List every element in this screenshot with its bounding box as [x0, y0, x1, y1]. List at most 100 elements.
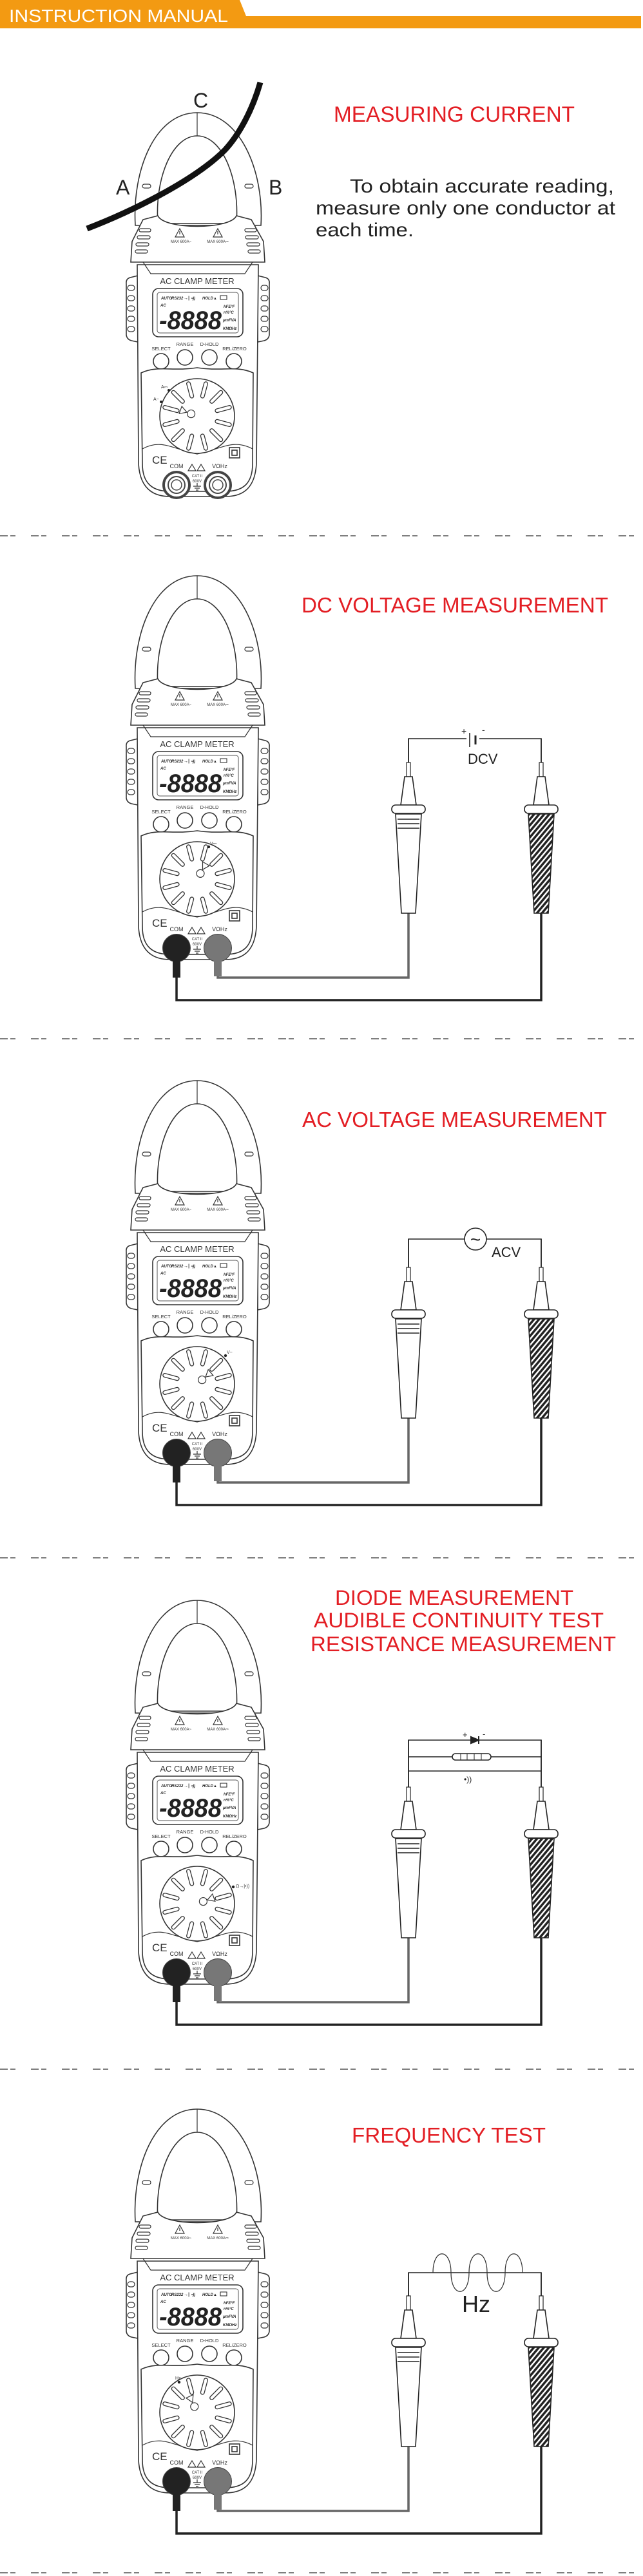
com-plug[interactable] — [163, 2468, 190, 2495]
rotary-dial[interactable] — [159, 1346, 235, 1422]
black-test-probe[interactable] — [391, 739, 426, 914]
jaw-opening — [157, 1623, 238, 1712]
range-button[interactable] — [177, 812, 193, 829]
rel-zero-button[interactable] — [226, 816, 242, 833]
battery-icon — [220, 758, 227, 763]
red-test-probe[interactable] — [524, 1740, 559, 1938]
note-line: To obtain accurate reading, — [350, 176, 614, 197]
com-plug[interactable] — [163, 1439, 190, 1466]
warning-icon — [212, 1195, 224, 1206]
select-button[interactable] — [153, 816, 169, 833]
voltage-plug[interactable] — [204, 934, 231, 961]
shoulder-vents — [135, 228, 261, 254]
dial-ridge — [187, 845, 193, 861]
svg-text:AUTO: AUTO — [160, 2293, 172, 2297]
rel-zero-button[interactable] — [226, 353, 242, 370]
dial-ridge — [187, 382, 193, 398]
svg-text:AC: AC — [160, 2300, 166, 2304]
select-button[interactable] — [153, 353, 169, 370]
svg-text:μmFVA: μmFVA — [222, 2315, 236, 2319]
section-frequency: MAX 600A~ MAX 600A⎓ AC CLAMP METER AUTO … — [126, 2108, 559, 2535]
vohz-label: VΩHz — [212, 1951, 227, 1957]
select-button[interactable] — [153, 1321, 169, 1338]
dial-ridge — [215, 2402, 231, 2409]
section-title: AC VOLTAGE MEASUREMENT — [302, 1108, 607, 1132]
red-test-probe[interactable] — [524, 2273, 559, 2447]
svg-text:HOLD: HOLD — [202, 2293, 214, 2297]
dial-ridge — [163, 406, 179, 412]
svg-text:HOLD: HOLD — [202, 1265, 214, 1269]
svg-text:hFE°F: hFE°F — [224, 305, 235, 309]
svg-text:REL/ZERO: REL/ZERO — [222, 2342, 247, 2348]
data-hold-button[interactable] — [201, 812, 218, 829]
black-test-probe[interactable] — [391, 1239, 426, 1419]
rotary-dial[interactable] — [159, 1866, 235, 1942]
svg-text:600V: 600V — [193, 1448, 202, 1452]
voltage-plug[interactable] — [204, 2468, 231, 2495]
range-button[interactable] — [177, 349, 193, 366]
diode-icon: →| — [184, 1264, 189, 1269]
dial-pointer-icon — [206, 1893, 216, 1902]
black-test-probe[interactable] — [391, 1740, 426, 1938]
svg-text:REL/ZERO: REL/ZERO — [222, 809, 247, 815]
data-hold-button[interactable] — [201, 1317, 218, 1334]
select-button[interactable] — [153, 1841, 169, 1857]
svg-text:CAT II: CAT II — [192, 2471, 203, 2475]
svg-text:SELECT: SELECT — [151, 1314, 171, 1320]
model-label: AC CLAMP METER — [160, 739, 234, 749]
model-label: AC CLAMP METER — [160, 1764, 234, 1774]
rel-zero-button[interactable] — [226, 1321, 242, 1338]
com-plug[interactable] — [163, 934, 190, 961]
range-button[interactable] — [177, 1317, 193, 1334]
ce-mark: CE — [152, 917, 168, 929]
source-label: Hz — [462, 2291, 490, 2317]
range-button[interactable] — [177, 1837, 193, 1853]
rotary-dial[interactable] — [159, 841, 235, 917]
section-dividers — [0, 535, 643, 2573]
voltage-jack[interactable] — [204, 471, 232, 499]
rel-zero-button[interactable] — [226, 2349, 242, 2366]
com-label: COM — [170, 1951, 184, 1957]
svg-text:CAT II: CAT II — [192, 938, 203, 942]
svg-text:RANGE: RANGE — [177, 804, 194, 810]
clamp-shoulder — [130, 1183, 265, 1231]
clamp-shoulder — [130, 2211, 265, 2259]
black-lead-wire — [175, 1935, 542, 2026]
range-button[interactable] — [177, 2345, 193, 2362]
com-plug[interactable] — [163, 1959, 190, 1986]
svg-text:SELECT: SELECT — [151, 2342, 171, 2348]
max-ac-rating: MAX 600A~ — [171, 1728, 192, 1732]
red-test-probe[interactable] — [524, 739, 559, 914]
black-test-probe[interactable] — [391, 2273, 426, 2447]
select-button[interactable] — [153, 2349, 169, 2366]
rel-zero-button[interactable] — [226, 1841, 242, 1857]
dial-ridge — [210, 854, 222, 866]
com-jack[interactable] — [162, 471, 191, 499]
dial-ridge — [201, 2378, 207, 2394]
dial-ridge — [172, 1879, 184, 1891]
svg-text:▲: ▲ — [213, 2293, 217, 2297]
dial-ridge — [210, 429, 222, 441]
dial-ridge — [215, 1388, 231, 1394]
dial-ridge — [163, 2416, 179, 2423]
svg-text:hFE°F: hFE°F — [224, 1793, 235, 1797]
data-hold-button[interactable] — [201, 2345, 218, 2362]
rotary-dial[interactable] — [159, 378, 235, 454]
data-hold-button[interactable] — [201, 1837, 218, 1853]
red-test-probe[interactable] — [524, 1239, 559, 1419]
ce-mark: CE — [152, 454, 168, 466]
svg-text:REL/ZERO: REL/ZERO — [222, 1314, 247, 1320]
max-dc-rating: MAX 600A⎓ — [207, 1728, 229, 1732]
warning-icon — [187, 463, 206, 471]
svg-text:hFE°F: hFE°F — [224, 768, 235, 772]
beep-icon: •)) — [191, 1785, 195, 1788]
data-hold-button[interactable] — [201, 349, 218, 366]
voltage-plug[interactable] — [204, 1959, 231, 1986]
rotary-dial[interactable] — [159, 2374, 235, 2450]
voltage-plug[interactable] — [204, 1439, 231, 1466]
dial-ridge — [187, 1922, 193, 1938]
section-diode-continuity-resistance: MAX 600A~ MAX 600A⎓ AC CLAMP METER AUTO … — [126, 1586, 616, 2026]
dial-ridge — [215, 1908, 231, 1914]
svg-text:HOLD: HOLD — [202, 760, 214, 764]
dial-ridge — [201, 845, 207, 861]
